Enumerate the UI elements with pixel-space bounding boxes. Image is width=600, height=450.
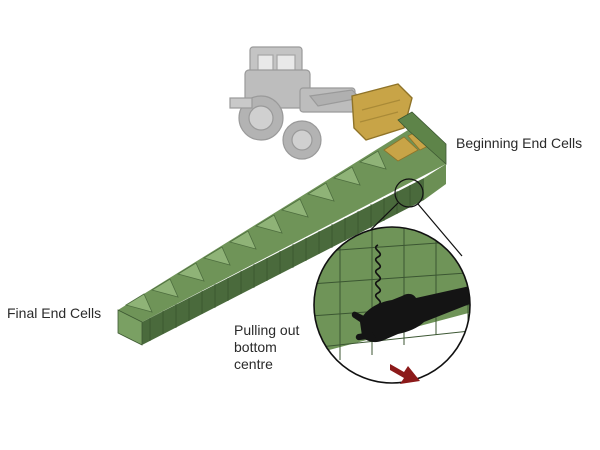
arrow-icon — [390, 364, 420, 384]
loader-bucket-icon — [351, 83, 413, 141]
pulling-out-line-1: Pulling out — [234, 322, 300, 338]
wheel-loader-icon — [229, 46, 362, 160]
pulling-out-label: Pulling out bottom centre — [234, 322, 299, 373]
beginning-end-cells — [383, 111, 447, 165]
hand-icon — [351, 286, 470, 343]
beginning-end-cells-label: Beginning End Cells — [456, 135, 583, 151]
pulling-out-line-3: centre — [234, 356, 273, 372]
pulling-out-line-2: bottom — [234, 339, 277, 355]
barrier-wall — [117, 111, 447, 346]
final-end-cells-label: Final End Cells — [7, 305, 102, 321]
